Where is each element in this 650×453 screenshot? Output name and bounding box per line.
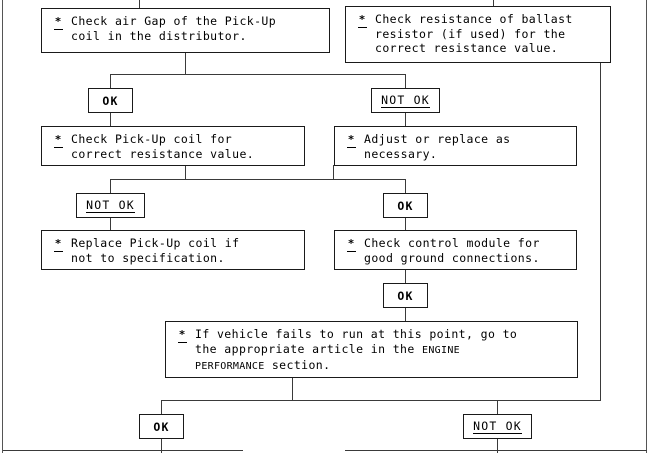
connector-top-left-entry — [139, 0, 140, 8]
bullet-marker-icon: * — [346, 237, 356, 252]
connector-to-ok-2 — [405, 179, 406, 193]
connector-to-notok-1 — [405, 74, 406, 88]
step-box-adjust-or-replace[interactable]: * Adjust or replace as necessary. — [334, 126, 577, 166]
connector-bottom-bar — [161, 400, 601, 401]
step-text: Check air Gap of the Pick-Up coil in the… — [71, 14, 277, 43]
connector-to-notok-2 — [110, 179, 111, 193]
decision-chip-ok-2[interactable]: OK — [383, 193, 428, 218]
step-box-check-air-gap[interactable]: * Check air Gap of the Pick-Up coil in t… — [41, 8, 330, 53]
connector-notok1-to-box4 — [405, 113, 406, 126]
connector-ok2-to-box6 — [405, 218, 406, 230]
step-box-check-control-module-ground[interactable]: * Check control module for good ground c… — [334, 230, 577, 270]
connector-bottom-rail-left — [3, 450, 243, 451]
step-text: Replace Pick-Up coil if not to specifica… — [71, 236, 240, 265]
decision-label: NOT OK — [381, 93, 430, 108]
connector-box6-down — [405, 270, 406, 283]
connector-notok2-to-box5 — [110, 218, 111, 230]
decision-label: OK — [397, 288, 414, 303]
step-text-emphasis: ENGINE PERFORMANCE — [195, 344, 460, 373]
step-text-part1: If vehicle fails to run at this point, g… — [195, 327, 518, 356]
connector-box4-down — [333, 165, 334, 179]
connector-notok4-down — [497, 439, 498, 453]
step-box-engine-performance-reference[interactable]: * If vehicle fails to run at this point,… — [165, 321, 578, 378]
decision-label: NOT OK — [86, 198, 135, 213]
decision-chip-ok-4[interactable]: OK — [139, 414, 184, 439]
connector-right-rail — [600, 62, 601, 400]
step-text: If vehicle fails to run at this point, g… — [190, 327, 571, 375]
connector-box1-down — [185, 52, 186, 74]
step-box-check-pickup-coil-resistance[interactable]: * Check Pick-Up coil for correct resista… — [41, 126, 305, 166]
connector-to-ok-1 — [110, 74, 111, 88]
decision-chip-not-ok-1[interactable]: NOT OK — [371, 88, 440, 113]
decision-chip-not-ok-4[interactable]: NOT OK — [463, 414, 532, 439]
decision-chip-ok-3[interactable]: OK — [383, 283, 428, 308]
step-box-check-ballast-resistor[interactable]: * Check resistance of ballast resistor (… — [345, 6, 611, 63]
connector-box3-down — [185, 165, 186, 179]
connector-ok3-to-box7 — [405, 308, 406, 321]
step-box-replace-pickup-coil[interactable]: * Replace Pick-Up coil if not to specifi… — [41, 230, 305, 270]
bullet-marker-icon: * — [346, 133, 356, 148]
connector-to-notok-4 — [497, 400, 498, 414]
connector-ok4-down — [161, 439, 162, 453]
step-text-part2: section. — [264, 358, 331, 372]
bullet-marker-icon: * — [53, 15, 63, 30]
connector-bar-2 — [110, 179, 406, 180]
step-text: Adjust or replace as necessary. — [364, 132, 511, 161]
decision-label: OK — [153, 419, 170, 434]
bullet-marker-icon: * — [177, 328, 187, 343]
step-text: Check resistance of ballast resistor (if… — [375, 12, 573, 55]
connector-bottom-rail-right — [345, 450, 647, 451]
decision-label: NOT OK — [473, 419, 522, 434]
decision-label: OK — [397, 198, 414, 213]
decision-chip-ok-1[interactable]: OK — [88, 88, 133, 113]
decision-chip-not-ok-2[interactable]: NOT OK — [76, 193, 145, 218]
connector-box7-down — [292, 378, 293, 400]
bullet-marker-icon: * — [53, 237, 63, 252]
step-text: Check Pick-Up coil for correct resistanc… — [71, 132, 255, 161]
bullet-marker-icon: * — [53, 133, 63, 148]
connector-split-bar-1 — [110, 74, 406, 75]
connector-ok1-to-box3 — [110, 113, 111, 126]
connector-top-right-entry — [493, 0, 494, 6]
connector-to-ok-4 — [161, 400, 162, 414]
decision-label: OK — [102, 93, 119, 108]
bullet-marker-icon: * — [357, 13, 367, 28]
step-text: Check control module for good ground con… — [364, 236, 540, 265]
